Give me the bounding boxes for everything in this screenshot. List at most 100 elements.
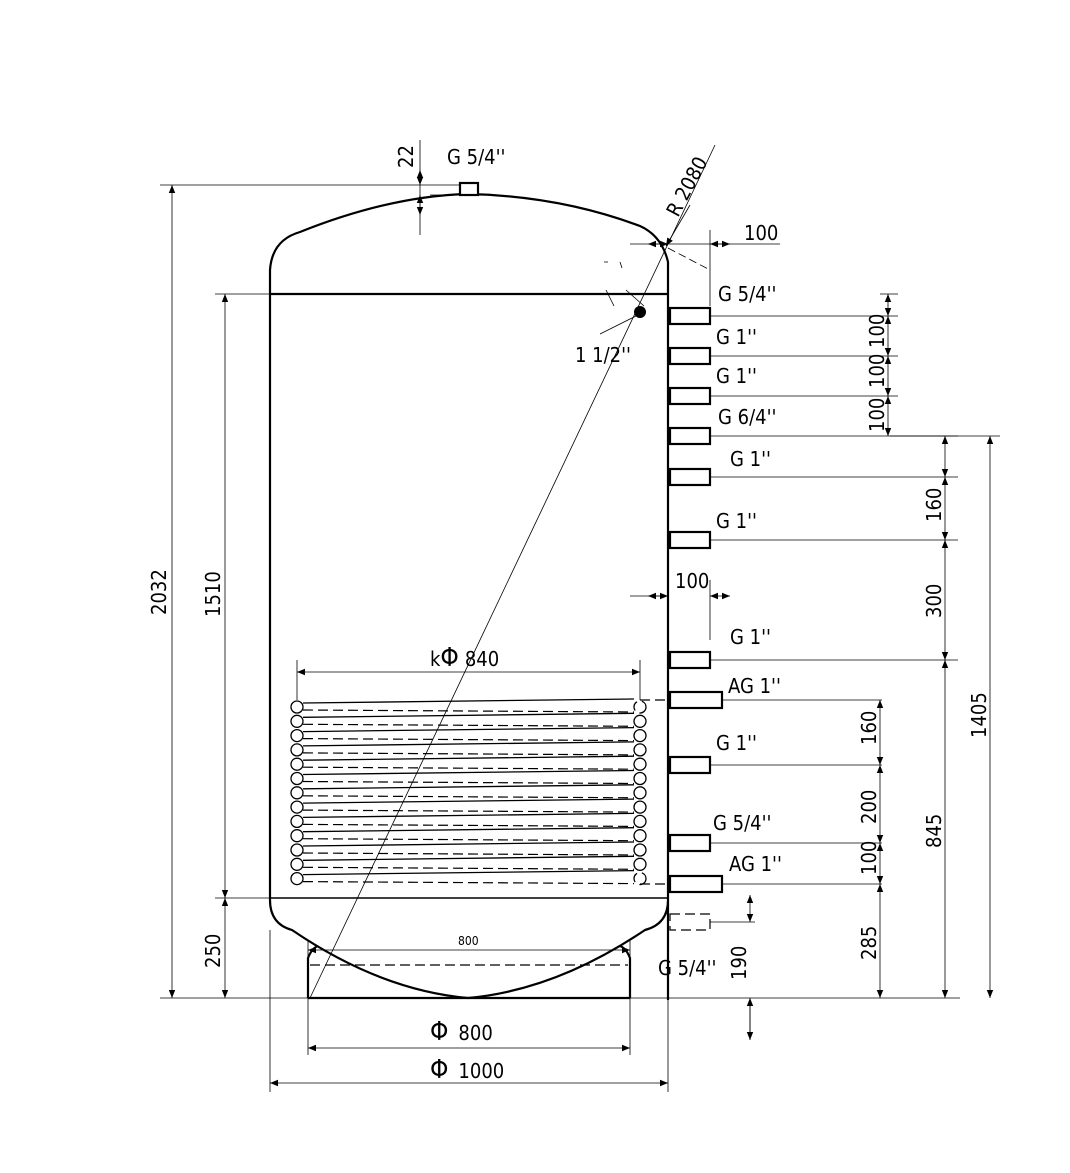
nozzle bbox=[668, 346, 712, 366]
dim-250: 250 bbox=[201, 934, 225, 968]
coil-turn-right bbox=[633, 700, 647, 714]
coil-tube-hidden bbox=[302, 766, 635, 770]
center-line bbox=[667, 247, 711, 271]
dim-190: 190 bbox=[727, 946, 751, 980]
radius-label: R 2080 bbox=[661, 153, 712, 221]
dim-100: 100 bbox=[865, 354, 889, 388]
coil-turn-left bbox=[290, 786, 304, 800]
coil-tube-hidden bbox=[302, 795, 635, 799]
inner-base-dim: 800 bbox=[458, 934, 479, 948]
connection-label: G 1'' bbox=[730, 447, 771, 471]
nozzle bbox=[668, 650, 712, 670]
connection-label: G 5/4'' bbox=[718, 282, 777, 306]
dim-100-mid: 100 bbox=[675, 569, 709, 593]
coil-tube-hidden bbox=[302, 823, 635, 828]
sensor-leader bbox=[599, 261, 645, 335]
coil-tube-hidden bbox=[302, 737, 635, 742]
coil-turn-left bbox=[290, 800, 304, 814]
dim-285: 285 bbox=[857, 926, 881, 960]
sensor-label: 1 1/2'' bbox=[575, 343, 631, 367]
coil-tube bbox=[302, 841, 635, 847]
coil-turn-right bbox=[633, 871, 647, 886]
coil-tube bbox=[302, 827, 635, 833]
connection-label: G 1'' bbox=[730, 625, 771, 649]
nozzle bbox=[668, 755, 712, 775]
dim-200: 200 bbox=[857, 790, 881, 824]
coil-turn-right bbox=[633, 843, 647, 857]
connection-label: G 1'' bbox=[716, 325, 757, 349]
dim-160: 160 bbox=[922, 488, 946, 522]
coil-tube-hidden bbox=[302, 709, 635, 713]
coil-tube-hidden bbox=[302, 723, 635, 727]
connection-label: G 1'' bbox=[716, 509, 757, 533]
nozzle bbox=[668, 306, 712, 326]
coil-tube bbox=[302, 755, 635, 761]
dim-845: 845 bbox=[922, 814, 946, 848]
coil-turn-left bbox=[290, 857, 304, 871]
connection-label: AG 1'' bbox=[729, 852, 782, 876]
coil-turn-right bbox=[633, 857, 647, 871]
coil-turn-left bbox=[290, 743, 304, 757]
coil-turn-left bbox=[290, 814, 304, 829]
top-nozzle bbox=[458, 181, 480, 197]
top-connection-label: G 5/4'' bbox=[447, 145, 506, 169]
nozzle bbox=[668, 530, 712, 550]
dim-100-top: 100 bbox=[744, 221, 778, 245]
radius-arrow bbox=[665, 204, 691, 247]
coil-tube bbox=[302, 741, 635, 747]
nozzle bbox=[668, 386, 712, 406]
coil-tube-hidden bbox=[302, 880, 635, 885]
coil-tube-hidden bbox=[302, 838, 635, 842]
coil-turn-right bbox=[633, 814, 647, 829]
coil-tube bbox=[302, 855, 635, 861]
coil-turn-left bbox=[290, 728, 304, 743]
coil-tube bbox=[302, 798, 635, 804]
coil-turn-left bbox=[290, 871, 304, 886]
dim-100: 100 bbox=[865, 398, 889, 432]
connection-label: G 5/4'' bbox=[658, 956, 717, 980]
dimension-lines bbox=[160, 140, 1000, 1092]
coil-turn-left bbox=[290, 700, 304, 714]
coil-tube-hidden bbox=[302, 780, 635, 785]
base-ring bbox=[306, 944, 632, 1000]
coil-turn-right bbox=[633, 743, 647, 757]
connection-label: G 6/4'' bbox=[718, 405, 777, 429]
nozzle bbox=[669, 913, 711, 931]
coil-tube bbox=[302, 726, 635, 733]
nozzle bbox=[668, 833, 712, 853]
dim-300: 300 bbox=[922, 584, 946, 618]
coil-tube-hidden bbox=[302, 852, 635, 856]
dim-1510: 1510 bbox=[201, 571, 225, 617]
coil-tube bbox=[302, 869, 635, 876]
connection-label: G 1'' bbox=[716, 731, 757, 755]
coil-tube bbox=[302, 698, 635, 704]
dim-2032: 2032 bbox=[147, 569, 171, 615]
coil-tube-hidden bbox=[302, 752, 635, 756]
connection-label: G 5/4'' bbox=[713, 811, 772, 835]
connection-label: G 1'' bbox=[716, 364, 757, 388]
coil-tube bbox=[302, 712, 635, 718]
coil-turn-left bbox=[290, 771, 304, 786]
connection-label: AG 1'' bbox=[728, 674, 781, 698]
coil-turn-right bbox=[633, 771, 647, 786]
coil-tube-hidden bbox=[302, 866, 635, 870]
coil-turn-right bbox=[633, 786, 647, 800]
coil-tube bbox=[302, 784, 635, 790]
nozzle bbox=[668, 690, 724, 710]
dim-100: 100 bbox=[857, 841, 881, 875]
dim-160: 160 bbox=[857, 711, 881, 745]
tank-outline bbox=[268, 192, 670, 1000]
coil-tube bbox=[302, 812, 635, 819]
nozzle bbox=[668, 874, 724, 894]
coil-turn-left bbox=[290, 714, 304, 728]
coil-tube bbox=[302, 769, 635, 776]
coil-turn-right bbox=[633, 714, 647, 728]
sensor-port bbox=[634, 306, 646, 318]
coil-turn-right bbox=[633, 800, 647, 814]
coil-turn-right bbox=[633, 728, 647, 743]
radius-line bbox=[309, 144, 716, 999]
nozzle-group bbox=[668, 306, 958, 931]
